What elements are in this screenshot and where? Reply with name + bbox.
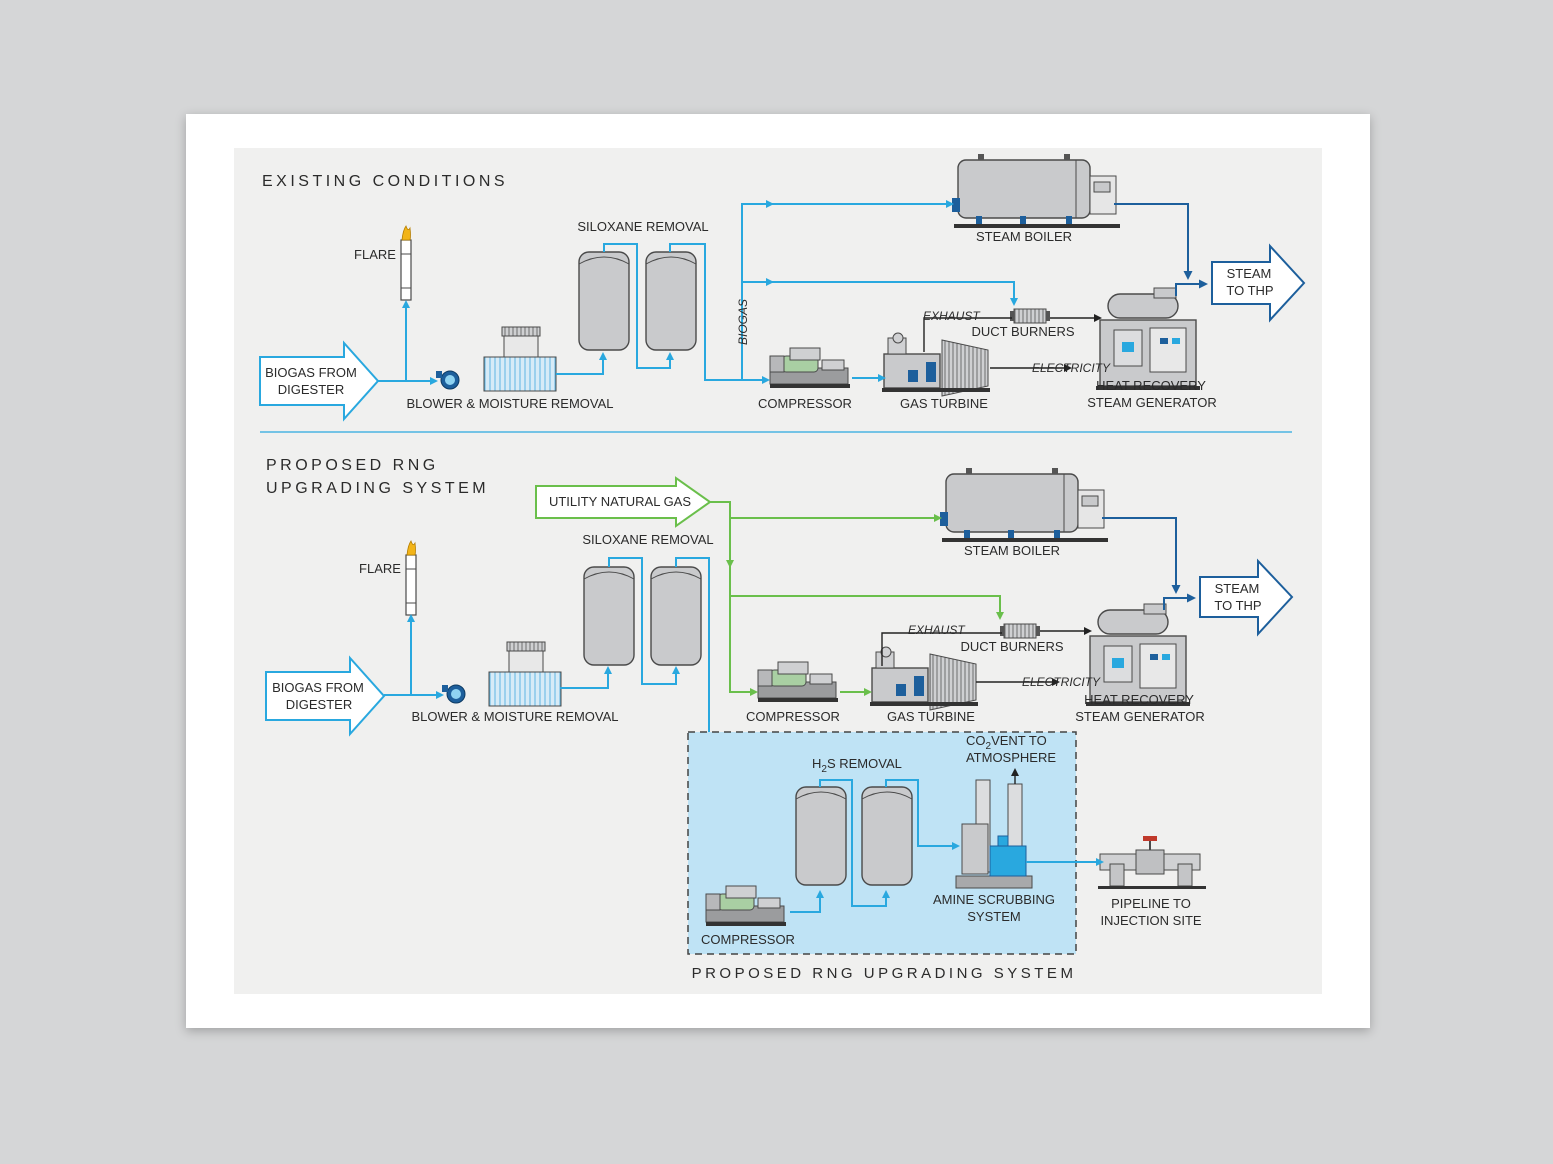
steam-output-label-2: TO THP (1226, 283, 1273, 298)
flare-icon (400, 225, 412, 301)
siloxane-label: SILOXANE REMOVAL (577, 219, 708, 234)
biogas-input-label-1: BIOGAS FROM (265, 365, 357, 380)
biogas-input-label-2-1: BIOGAS FROM (272, 680, 364, 695)
flare-icon-2 (405, 540, 417, 616)
upgrading-system: PROPOSED RNG UPGRADING SYSTEM COMPRESSOR… (687, 731, 1206, 982)
steam-output-label-2-2: TO THP (1214, 598, 1261, 613)
hrsg-label-2-1: HEAT RECOVERY (1084, 692, 1194, 707)
siloxane-label-2: SILOXANE REMOVAL (582, 532, 713, 547)
amine-label-2: SYSTEM (967, 909, 1020, 924)
proposed-heading-2: UPGRADING SYSTEM (266, 480, 489, 497)
proposed-heading-1: PROPOSED RNG (266, 457, 439, 474)
gas-turbine-label-2: GAS TURBINE (887, 709, 975, 724)
steam-output-label-2-1: STEAM (1215, 581, 1260, 596)
electricity-label: ELECTRICITY (1032, 361, 1111, 375)
co2-vent-label-2: ATMOSPHERE (966, 750, 1056, 765)
proposed-section: PROPOSED RNG UPGRADING SYSTEM UTILITY NA… (265, 457, 1294, 889)
hrsg-label-2-2: STEAM GENERATOR (1075, 709, 1205, 724)
compressor-label-2: COMPRESSOR (746, 709, 840, 724)
pipeline-label-2: INJECTION SITE (1100, 913, 1201, 928)
h2s-vessel-1 (795, 786, 847, 886)
exhaust-label-2: EXHAUST (908, 623, 966, 637)
pipeline-label-1: PIPELINE TO (1111, 896, 1191, 911)
utility-gas-arrow (535, 476, 712, 528)
h2s-label: H2S REMOVAL (812, 756, 902, 775)
steam-output-arrow-2 (1199, 558, 1294, 637)
biogas-input-label-2: DIGESTER (278, 382, 344, 397)
steam-boiler-label: STEAM BOILER (976, 229, 1072, 244)
compressor-label: COMPRESSOR (758, 396, 852, 411)
flare-label: FLARE (354, 247, 396, 262)
pipeline-icon (1098, 836, 1206, 889)
existing-flow-lines (378, 200, 1208, 385)
upgrading-flow-lines (790, 768, 1104, 913)
blower-label-2: BLOWER & MOISTURE REMOVAL (411, 709, 618, 724)
siloxane-vessel-3 (583, 566, 635, 666)
biogas-input-arrow (259, 340, 380, 422)
gas-turbine-label: GAS TURBINE (900, 396, 988, 411)
steam-output-label-1: STEAM (1227, 266, 1272, 281)
utility-gas-label: UTILITY NATURAL GAS (549, 494, 691, 509)
duct-burners-label-2: DUCT BURNERS (960, 639, 1063, 654)
biogas-input-label-2-2: DIGESTER (286, 697, 352, 712)
proposed-flow-lines (384, 501, 1196, 889)
compressor-label-3: COMPRESSOR (701, 932, 795, 947)
duct-burners-label: DUCT BURNERS (971, 324, 1074, 339)
hrsg-label-2: STEAM GENERATOR (1087, 395, 1217, 410)
exhaust-label: EXHAUST (923, 309, 981, 323)
amine-label-1: AMINE SCRUBBING (933, 892, 1055, 907)
siloxane-vessel-4 (650, 566, 702, 666)
flare-label-2: FLARE (359, 561, 401, 576)
duct-burner-icon-2 (999, 623, 1041, 639)
electricity-label-2: ELECTRICITY (1022, 675, 1101, 689)
duct-burner-icon (1009, 308, 1051, 324)
steam-boiler-label-2: STEAM BOILER (964, 543, 1060, 558)
blower-label: BLOWER & MOISTURE REMOVAL (406, 396, 613, 411)
steam-output-arrow (1211, 243, 1306, 323)
hrsg-label-1: HEAT RECOVERY (1096, 378, 1206, 393)
siloxane-vessel-2 (645, 251, 697, 351)
h2s-vessel-2 (861, 786, 913, 886)
biogas-line-label: BIOGAS (736, 299, 750, 345)
co2-vent-label: CO2VENT TO (966, 733, 1047, 752)
upgrading-caption: PROPOSED RNG UPGRADING SYSTEM (692, 965, 1077, 982)
siloxane-vessel-1 (578, 251, 630, 351)
existing-heading: EXISTING CONDITIONS (262, 173, 508, 190)
amine-scrubber-icon (955, 779, 1033, 889)
existing-conditions-section: EXISTING CONDITIONS BIOGAS FROM DIGESTER… (259, 153, 1306, 422)
biogas-input-arrow-2 (265, 655, 386, 737)
